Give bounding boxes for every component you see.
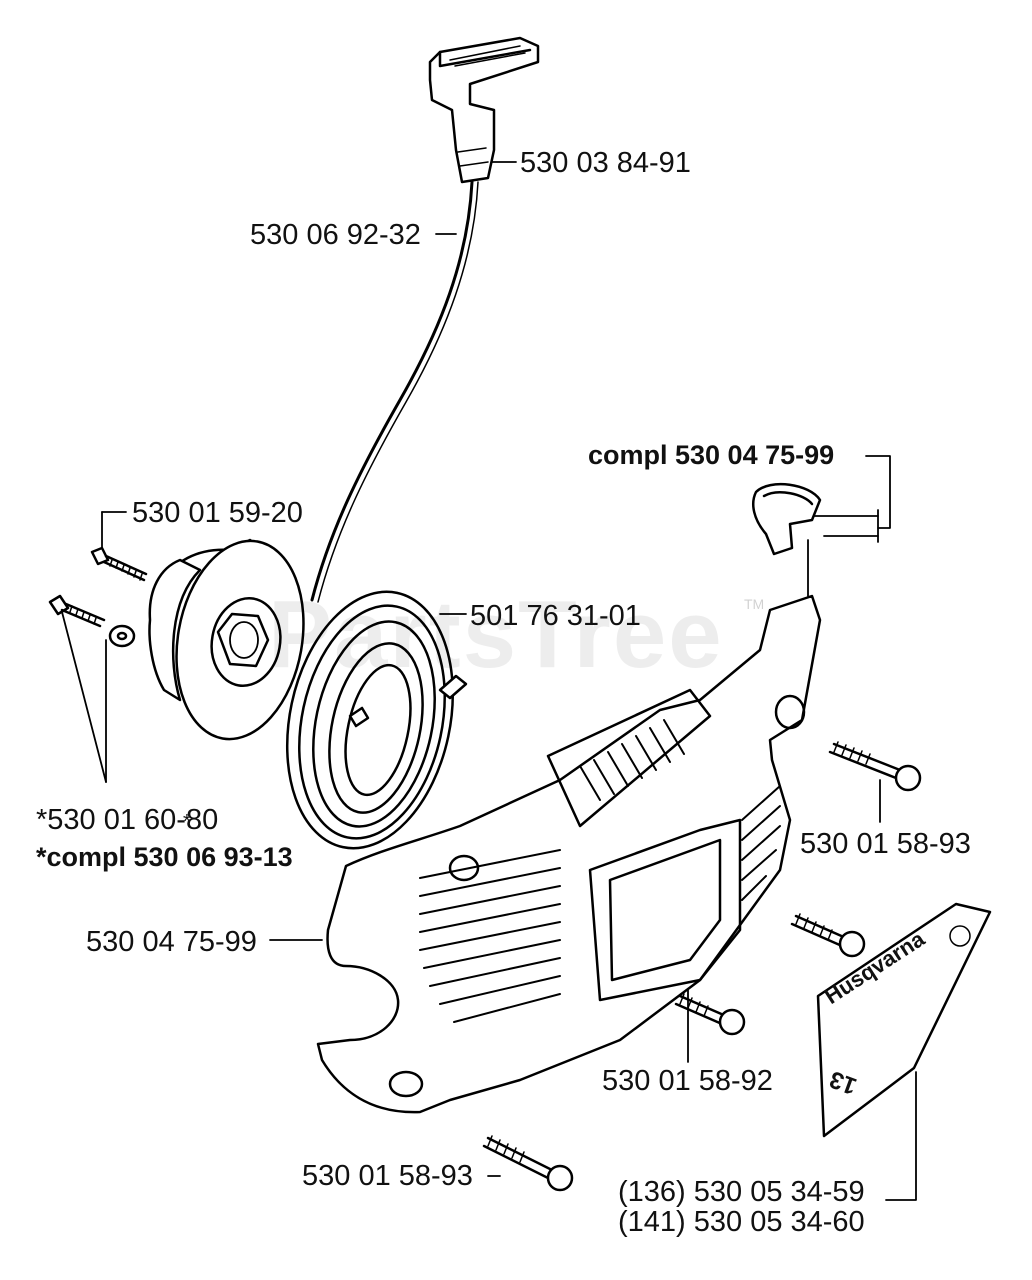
grip-insert (752, 483, 822, 556)
cover-vents (419, 719, 781, 1023)
watermark: PartsTree (268, 581, 724, 688)
label-pulley-compl: *compl 530 06 93-13 (36, 842, 293, 872)
label-rope: 530 06 92-32 (250, 219, 421, 251)
label-asterisk: * (183, 811, 191, 833)
starter-handle (428, 36, 540, 184)
label-grip-compl: compl 530 04 75-99 (588, 440, 835, 470)
label-screw-right: 530 01 58-93 (800, 828, 971, 860)
watermark-tm: TM (744, 596, 765, 612)
screw-bottom (482, 1135, 574, 1192)
label-decal-136: (136) 530 05 34-59 (618, 1176, 865, 1208)
label-decal-141: (141) 530 05 34-60 (618, 1206, 865, 1238)
starter-rope (310, 180, 474, 602)
screw-mid-lower (674, 993, 746, 1036)
label-screw-top: 530 01 59-20 (132, 497, 303, 529)
recoil-spring (285, 590, 468, 850)
screw-right (828, 741, 922, 792)
label-spring: 501 76 31-01 (470, 600, 641, 632)
label-screw-bottom: 530 01 58-93 (302, 1160, 473, 1192)
label-screw-mid: 530 01 58-92 (602, 1065, 773, 1097)
label-cover: 530 04 75-99 (86, 926, 257, 958)
label-screw-washer: *530 01 60-80 (36, 804, 219, 836)
starter-pulley (148, 538, 305, 741)
label-handle: 530 03 84-91 (520, 147, 691, 179)
screw-mid-upper (790, 913, 866, 958)
decal (816, 902, 992, 1138)
screw-with-washer (48, 594, 136, 648)
leader-lines (61, 161, 917, 1201)
screw-top (90, 546, 148, 582)
